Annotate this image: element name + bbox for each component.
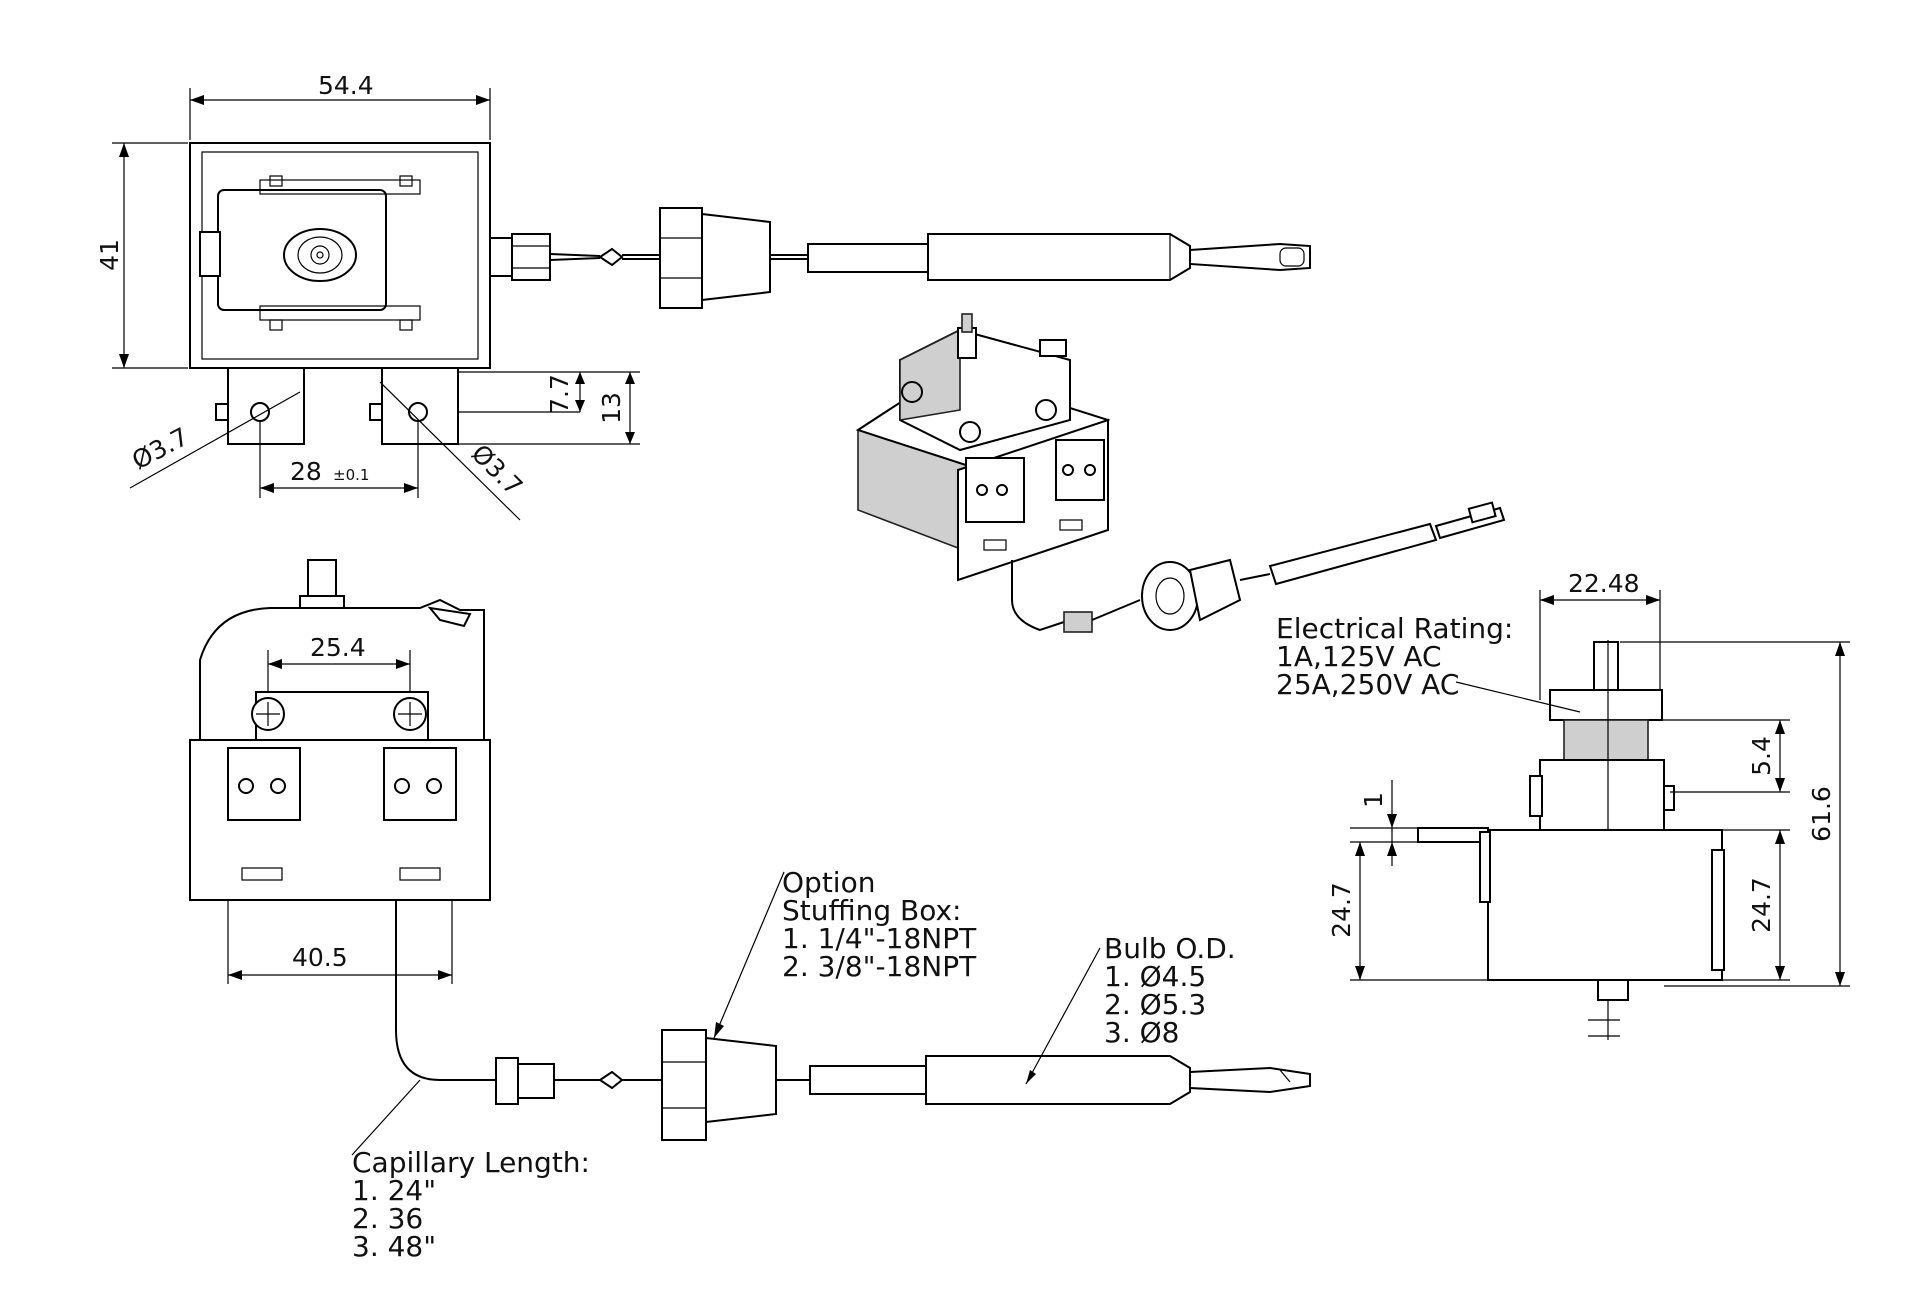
dim-screw-spacing: 25.4 — [310, 633, 366, 662]
dim-top-width: 54.4 — [318, 71, 374, 100]
capillary-length-note: Capillary Length: 1. 24" 2. 36 3. 48" — [352, 1146, 590, 1263]
dim-side-small: 5.4 — [1747, 736, 1776, 776]
stuffing-box-option-1: 1. 1/4"-18NPT — [782, 922, 977, 955]
stuffing-box-option-2: 2. 3/8"-18NPT — [782, 950, 977, 983]
dim-top-height: 41 — [95, 239, 124, 271]
dim-hole-left: Ø3.7 — [127, 422, 193, 476]
electrical-rating-note: Electrical Rating: 1A,125V AC 25A,250V A… — [1276, 612, 1513, 701]
dim-side-total: 61.6 — [1807, 786, 1836, 842]
dim-terminal-offset: 7.7 — [545, 374, 574, 414]
bulb-od-option-3: 3. Ø8 — [1104, 1016, 1179, 1049]
front-view: 25.4 40.5 — [189, 559, 1311, 1156]
stuffing-box-subtitle: Stuffing Box: — [782, 894, 961, 927]
top-view: 54.4 41 — [95, 71, 1311, 521]
capillary-length-title: Capillary Length: — [352, 1146, 590, 1179]
dim-side-left-height: 24.7 — [1327, 882, 1356, 938]
bulb-od-title: Bulb O.D. — [1104, 932, 1236, 965]
dim-base-width: 40.5 — [292, 943, 348, 972]
dim-terminal-height: 13 — [597, 392, 626, 424]
dim-terminal-spacing-tolerance: ±0.1 — [333, 466, 369, 484]
dim-side-right-height: 24.7 — [1747, 877, 1776, 933]
electrical-rating-line-2: 25A,250V AC — [1276, 668, 1459, 701]
dim-side-width: 22.48 — [1568, 569, 1640, 598]
capillary-length-option-3: 3. 48" — [352, 1230, 436, 1263]
dim-hole-right: Ø3.7 — [466, 439, 529, 502]
bulb-od-note: Bulb O.D. 1. Ø4.5 2. Ø5.3 3. Ø8 — [1104, 932, 1236, 1049]
dim-side-one: 1 — [1359, 792, 1388, 808]
stuffing-box-title: Option — [782, 866, 875, 899]
dim-terminal-spacing: 28 — [290, 457, 322, 486]
electrical-rating-title: Electrical Rating: — [1276, 612, 1513, 645]
bulb-od-option-1: 1. Ø4.5 — [1104, 960, 1206, 993]
bulb-od-option-2: 2. Ø5.3 — [1104, 988, 1206, 1021]
capillary-length-option-2: 2. 36 — [352, 1202, 423, 1235]
side-view: 22.48 5.4 61.6 24. — [1327, 569, 1850, 1040]
capillary-length-option-1: 1. 24" — [352, 1174, 436, 1207]
isometric-view — [855, 313, 1506, 633]
electrical-rating-line-1: 1A,125V AC — [1276, 640, 1442, 673]
stuffing-box-note: Option Stuffing Box: 1. 1/4"-18NPT 2. 3/… — [782, 866, 977, 983]
